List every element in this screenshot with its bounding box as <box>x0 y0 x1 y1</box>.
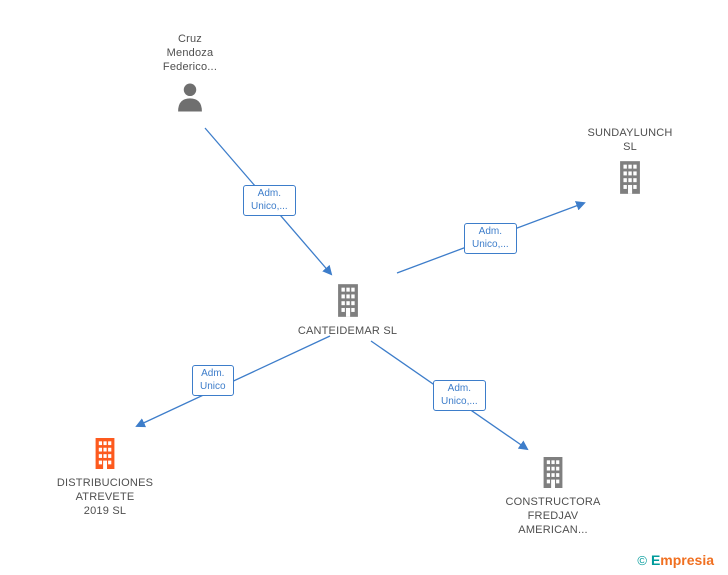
company-name-line3: AMERICAN... <box>518 524 588 536</box>
company-name: CONSTRUCTORA FREDJAV AMERICAN... <box>505 495 600 537</box>
node-sundaylunch[interactable]: SUNDAYLUNCH SL <box>575 126 685 194</box>
edge-label-line1: Adm. <box>257 188 282 199</box>
node-distribuciones-atrevete[interactable]: DISTRIBUCIONES ATREVETE 2019 SL <box>40 438 170 518</box>
edge-label-line1: Adm. <box>201 368 225 379</box>
person-name-line1: Cruz <box>177 33 202 45</box>
company-name-line3: 2019 SL <box>83 505 127 517</box>
company-name-line1: DISTRIBUCIONES <box>56 477 154 489</box>
company-name: CANTEIDEMAR SL <box>297 325 398 337</box>
person-name-line3: Federico... <box>162 61 218 73</box>
edge-label-adm-unico-2: Adm. Unico,... <box>464 223 517 254</box>
building-icon <box>539 457 567 488</box>
brand-logo-text: Empresia <box>650 552 714 568</box>
edge-label-adm-unico-4: Adm. Unico,... <box>433 380 486 411</box>
edge-label-line1: Adm. <box>447 383 472 394</box>
edge-label-line2: Unico,... <box>472 238 509 250</box>
node-constructora-fredjav[interactable]: CONSTRUCTORA FREDJAV AMERICAN... <box>488 457 618 537</box>
copyright-icon: © <box>637 552 647 568</box>
company-name-line1: CONSTRUCTORA <box>505 496 601 508</box>
node-cruz-mendoza[interactable]: Cruz Mendoza Federico... <box>135 32 245 115</box>
person-name-line2: Mendoza <box>166 47 214 59</box>
empresia-brand-link[interactable]: © Empresia <box>637 552 714 568</box>
company-name-line2: ATREVETE <box>75 491 135 503</box>
building-icon <box>91 438 119 469</box>
edge-label-line2: Unico,... <box>441 395 478 407</box>
node-canteidemar[interactable]: CANTEIDEMAR SL <box>290 284 405 338</box>
building-icon <box>334 284 362 317</box>
edge-label-line2: Unico,... <box>251 200 288 212</box>
company-name: DISTRIBUCIONES ATREVETE 2019 SL <box>57 476 153 518</box>
person-icon <box>173 81 207 115</box>
company-name: SUNDAYLUNCH SL <box>587 126 672 154</box>
edge-label-line1: Adm. <box>478 226 503 237</box>
company-name-line2: SL <box>623 141 637 153</box>
person-name: Cruz Mendoza Federico... <box>163 32 217 74</box>
edge-label-adm-unico-1: Adm. Unico,... <box>243 185 296 216</box>
edge-label-adm-unico-3: Adm. Unico <box>192 365 234 396</box>
company-name-line2: FREDJAV <box>527 510 579 522</box>
company-name-line1: SUNDAYLUNCH <box>587 127 673 139</box>
edge-label-line2: Unico <box>200 380 226 392</box>
building-icon <box>616 161 644 194</box>
